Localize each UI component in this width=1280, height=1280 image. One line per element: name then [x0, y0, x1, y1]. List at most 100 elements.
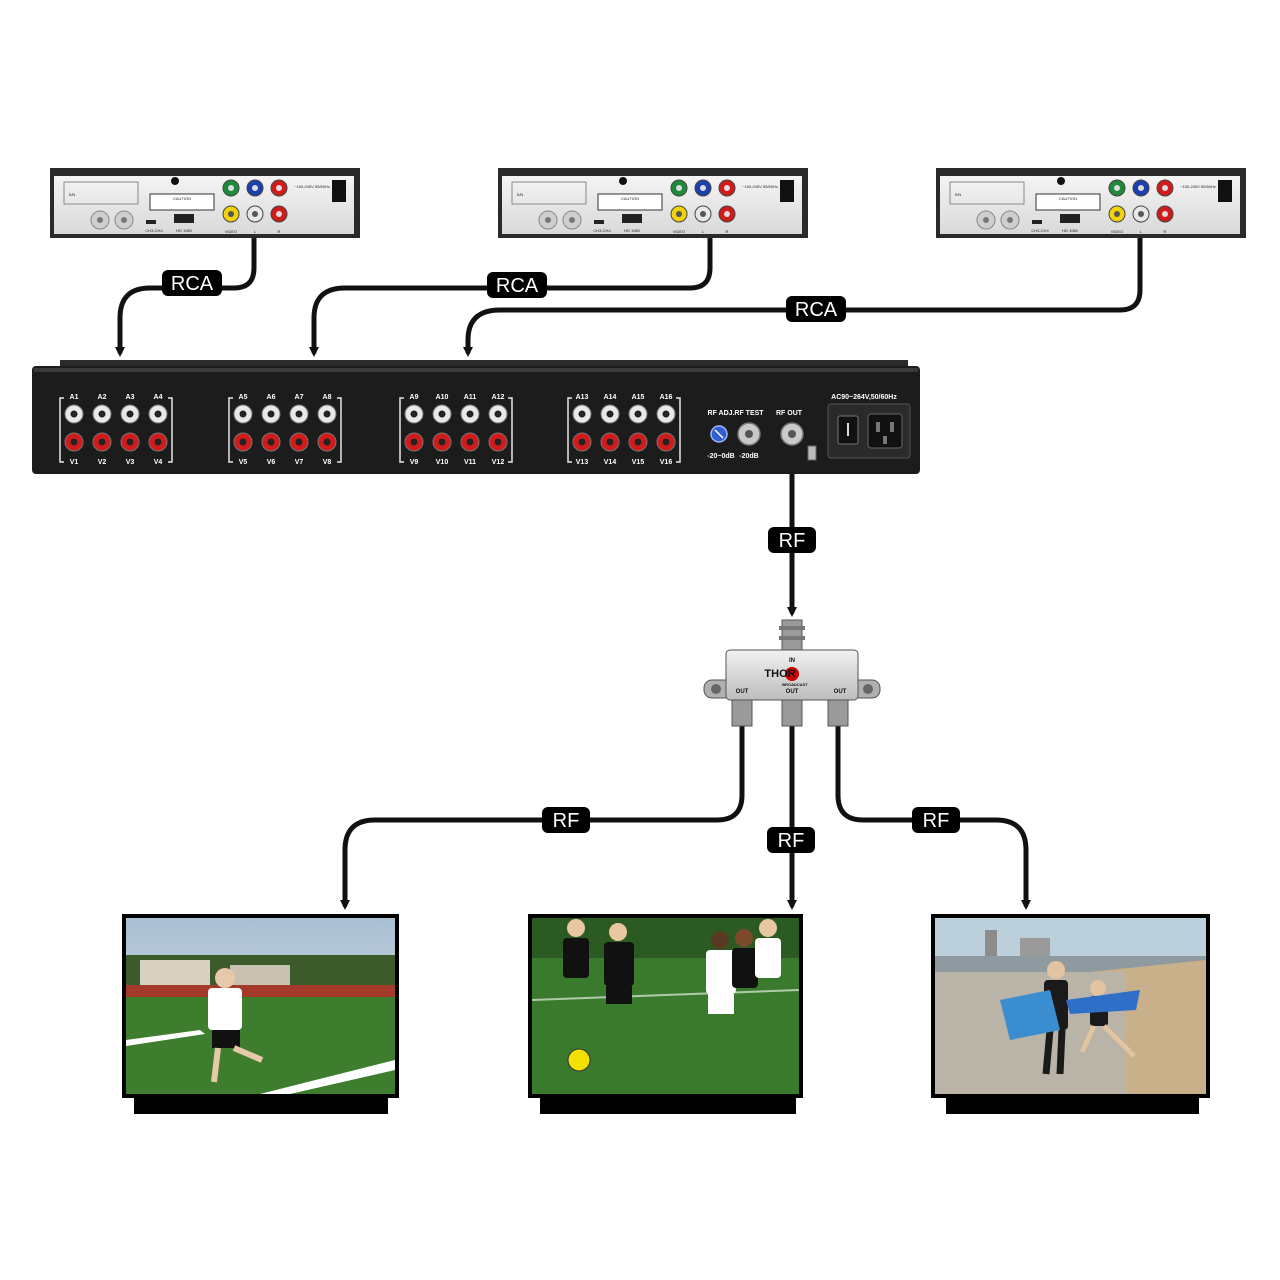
splitter-in-port[interactable] [781, 619, 803, 651]
stb-1-caution: CAUTION [173, 196, 191, 201]
stb-2-voltage: ~100-240V 50/60Hz [742, 184, 778, 189]
port-center [295, 410, 303, 418]
rca-label-3: RCA [786, 296, 846, 322]
rca-label-2-text: RCA [496, 275, 539, 297]
tv-2 [528, 914, 803, 1114]
audio-port-label: A2 [98, 394, 107, 401]
video-port-label: V5 [239, 459, 248, 466]
port-center [267, 410, 275, 418]
rf-label-middle-text: RF [778, 830, 805, 852]
stb-3-hdmi: HD 1080 [1062, 228, 1079, 233]
splitter-out-port-3[interactable] [827, 699, 849, 727]
video-port-label: V11 [464, 459, 476, 466]
audio-port-label: A5 [239, 394, 248, 401]
stb-1-audio-r: R [278, 229, 281, 234]
port-center [323, 438, 331, 446]
power-section: AC90~264V,50/60Hz [827, 394, 911, 459]
tv-2-screen [531, 918, 800, 1094]
rf-splitter: IN THOR BROADCAST OUT OUT OUT [703, 619, 881, 727]
stb-2-audio-r: R [726, 229, 729, 234]
thor-logo-icon [785, 667, 799, 681]
port-center [239, 410, 247, 418]
splitter-out-label-3: OUT [834, 689, 847, 695]
tv-3 [931, 914, 1210, 1114]
rf-main-label-text: RF [779, 530, 806, 552]
stb-3-channel: CH3-CH4 [1031, 228, 1049, 233]
stb-1-video: VIDEO [225, 229, 237, 234]
port-center [267, 438, 275, 446]
port-center [295, 438, 303, 446]
video-port-label: V16 [660, 459, 673, 466]
audio-port-label: A15 [632, 394, 645, 401]
stb-3-voltage: ~100-240V 50/60Hz [1180, 184, 1216, 189]
stb-3-caution: CAUTION [1059, 196, 1077, 201]
audio-port-label: A14 [604, 394, 617, 401]
video-port-label: V10 [436, 459, 449, 466]
video-port-label: V9 [410, 459, 419, 466]
audio-port-label: A3 [126, 394, 135, 401]
tv-1-stand [134, 1098, 388, 1114]
audio-port-label: A11 [464, 394, 477, 401]
video-port-label: V15 [632, 459, 645, 466]
audio-port-label: A1 [70, 394, 79, 401]
audio-port-label: A12 [492, 394, 505, 401]
port-center [410, 438, 418, 446]
power-rating: AC90~264V,50/60Hz [831, 394, 897, 401]
rf-modulator: A1V1A2V2A3V3A4V4A5V5A6V6A7V7A8V8A9V9A10V… [32, 360, 920, 474]
stb-3-audio-r: R [1164, 229, 1167, 234]
tv-3-screen [935, 918, 1206, 1094]
stb-3-audio-l: L [1140, 229, 1143, 234]
audio-port-label: A10 [436, 394, 449, 401]
stb-2-sn: S/N [517, 192, 524, 197]
port-center [662, 410, 670, 418]
video-port-label: V12 [492, 459, 505, 466]
splitter-out-port-2[interactable] [781, 699, 803, 727]
video-port-label: V2 [98, 459, 107, 466]
splitter-out-label-1: OUT [736, 689, 749, 695]
audio-port-label: A4 [154, 394, 163, 401]
rca-label-2: RCA [487, 272, 547, 298]
rf-label-left: RF [542, 807, 590, 833]
splitter-in-label: IN [789, 658, 795, 664]
port-group-bracket [567, 397, 681, 463]
splitter-out-port-1[interactable] [731, 699, 753, 727]
audio-port-label: A6 [267, 394, 276, 401]
stb-2-channel: CH3-CH4 [593, 228, 611, 233]
stb-2-video: VIDEO [673, 229, 685, 234]
audio-port-label: A9 [410, 394, 419, 401]
rf-label-left-text: RF [553, 810, 580, 832]
port-center [98, 410, 106, 418]
port-center [578, 438, 586, 446]
port-center [239, 438, 247, 446]
video-port-label: V8 [323, 459, 332, 466]
rf-test-label: RF TEST [734, 410, 764, 417]
rf-adj-label: RF ADJ. [708, 410, 735, 417]
rf-adj-range: -20~0dB [707, 453, 734, 460]
tv-2-stand [540, 1098, 796, 1114]
video-port-label: V7 [295, 459, 304, 466]
stb-3-sn: S/N [955, 192, 962, 197]
rf-label-right: RF [912, 807, 960, 833]
port-center [494, 410, 502, 418]
audio-port-label: A16 [660, 394, 673, 401]
port-center [494, 438, 502, 446]
port-center [438, 410, 446, 418]
port-center [662, 438, 670, 446]
port-center [410, 410, 418, 418]
set-top-box-2: S/N CAUTION CH3-CH4 HD 1080 VIDEO L R ~1… [498, 168, 808, 238]
rca-input-ports [59, 397, 681, 463]
port-center [126, 410, 134, 418]
stb-2-caution: CAUTION [621, 196, 639, 201]
audio-port-label: A13 [576, 394, 589, 401]
stb-1-hdmi: HD 1080 [176, 228, 193, 233]
rf-out-label: RF OUT [776, 410, 803, 417]
port-center [70, 410, 78, 418]
rf-test-level: -20dB [739, 453, 758, 460]
video-port-label: V14 [604, 459, 617, 466]
port-center [578, 410, 586, 418]
rca-input-labels: A1V1A2V2A3V3A4V4A5V5A6V6A7V7A8V8A9V9A10V… [70, 394, 673, 466]
rf-label-middle: RF [767, 827, 815, 853]
stb-1-voltage: ~100-240V 50/60Hz [294, 184, 330, 189]
set-top-box-3: S/N CAUTION CH3-CH4 HD 1080 VIDEO L R ~1… [936, 168, 1246, 238]
stb-1-sn: S/N [69, 192, 76, 197]
